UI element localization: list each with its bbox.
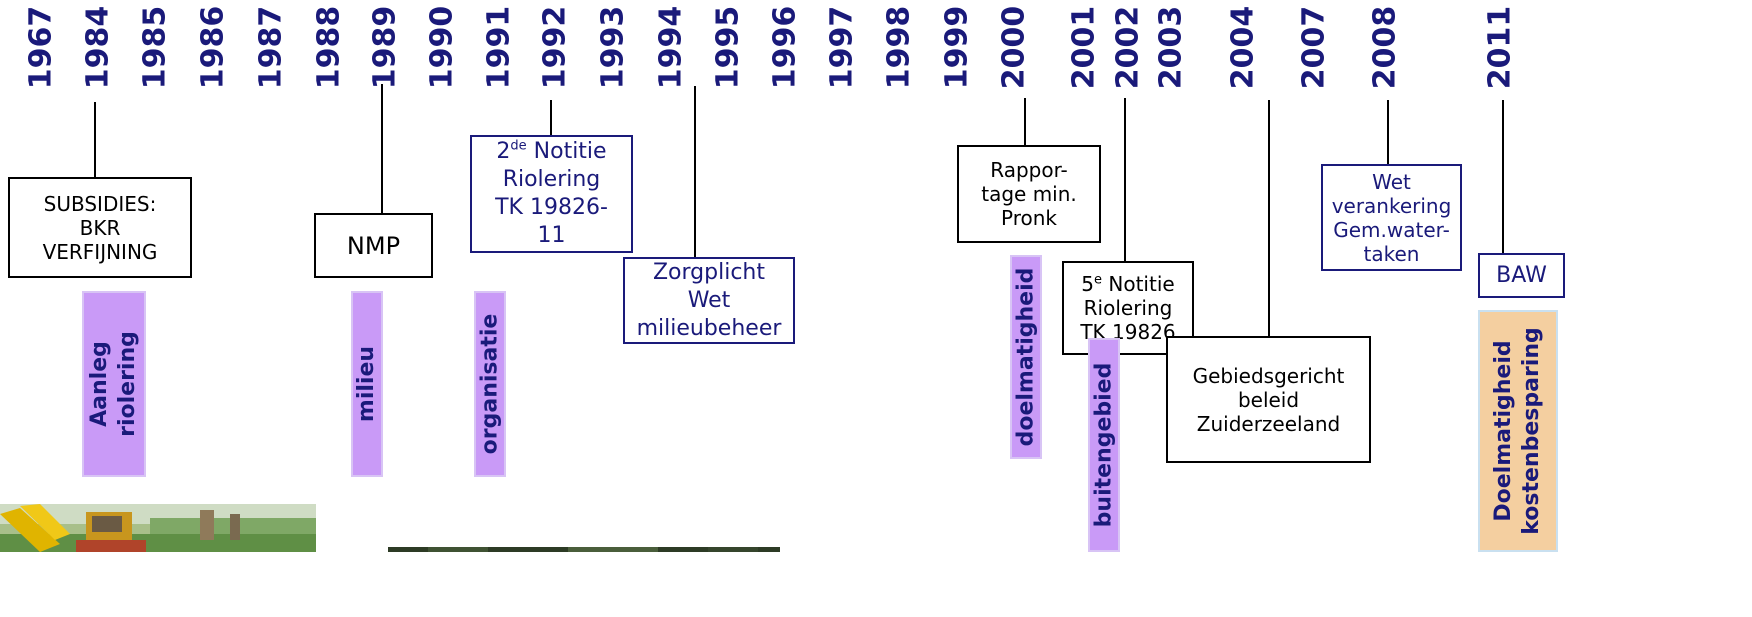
event-box-gebiedsgericht: Gebiedsgericht beleid Zuiderzeeland (1166, 336, 1371, 463)
year-label: 1990 (424, 5, 460, 90)
event-box-subsidies: SUBSIDIES: BKR VERFIJNING (8, 177, 192, 278)
connector-line (94, 102, 96, 178)
connector-line (1387, 100, 1389, 166)
connector-line (381, 84, 383, 214)
year-label: 2003 (1153, 5, 1189, 90)
year-label: 1998 (881, 5, 917, 90)
year-label: 1994 (653, 5, 689, 90)
year-label: 1991 (481, 5, 517, 90)
connector-line (550, 100, 552, 136)
event-box-notitie-2: 2de Notitie Riolering TK 19826- 11 (470, 135, 633, 253)
year-label: 2011 (1482, 5, 1518, 90)
connector-line (694, 86, 696, 258)
year-label: 1997 (824, 5, 860, 90)
connector-line (1502, 100, 1504, 254)
year-label: 1996 (767, 5, 803, 90)
event-box-nmp: NMP (314, 213, 433, 278)
event-box-notitie-5: 5e Notitie Riolering TK 19826 (1062, 261, 1194, 355)
year-label: 1992 (537, 5, 573, 90)
year-label: 1988 (311, 5, 347, 90)
event-box-wet-verankering: Wet verankering Gem.water- taken (1321, 164, 1462, 271)
year-label: 1989 (367, 5, 403, 90)
connector-line (1268, 100, 1270, 337)
year-label: 2000 (996, 5, 1032, 90)
connector-line (1024, 98, 1026, 146)
year-label: 1987 (253, 5, 289, 90)
theme-band-buitengebied: buitengebied (1088, 338, 1120, 552)
year-label: 1985 (137, 5, 173, 90)
year-label: 2001 (1066, 5, 1102, 90)
year-label: 1984 (80, 5, 116, 90)
year-label: 1993 (595, 5, 631, 90)
year-label: 2004 (1225, 5, 1261, 90)
year-label: 1995 (710, 5, 746, 90)
event-box-rapportage: Rappor- tage min. Pronk (957, 145, 1101, 243)
theme-band-organisatie: organisatie (474, 291, 506, 477)
year-label: 2007 (1296, 5, 1332, 90)
year-label: 2002 (1110, 5, 1146, 90)
theme-band-doelmatigheid: doelmatigheid (1010, 255, 1042, 459)
year-label: 2008 (1367, 5, 1403, 90)
event-box-baw: BAW (1478, 253, 1565, 298)
connector-line (1124, 98, 1126, 262)
event-box-zorgplicht: Zorgplicht Wet milieubeheer (623, 257, 795, 344)
theme-band-milieu: milieu (351, 291, 383, 477)
photo-excavator (0, 504, 316, 552)
photo-trees (388, 542, 780, 552)
year-label: 1986 (195, 5, 231, 90)
year-label: 1967 (23, 5, 59, 90)
year-label: 1999 (939, 5, 975, 90)
